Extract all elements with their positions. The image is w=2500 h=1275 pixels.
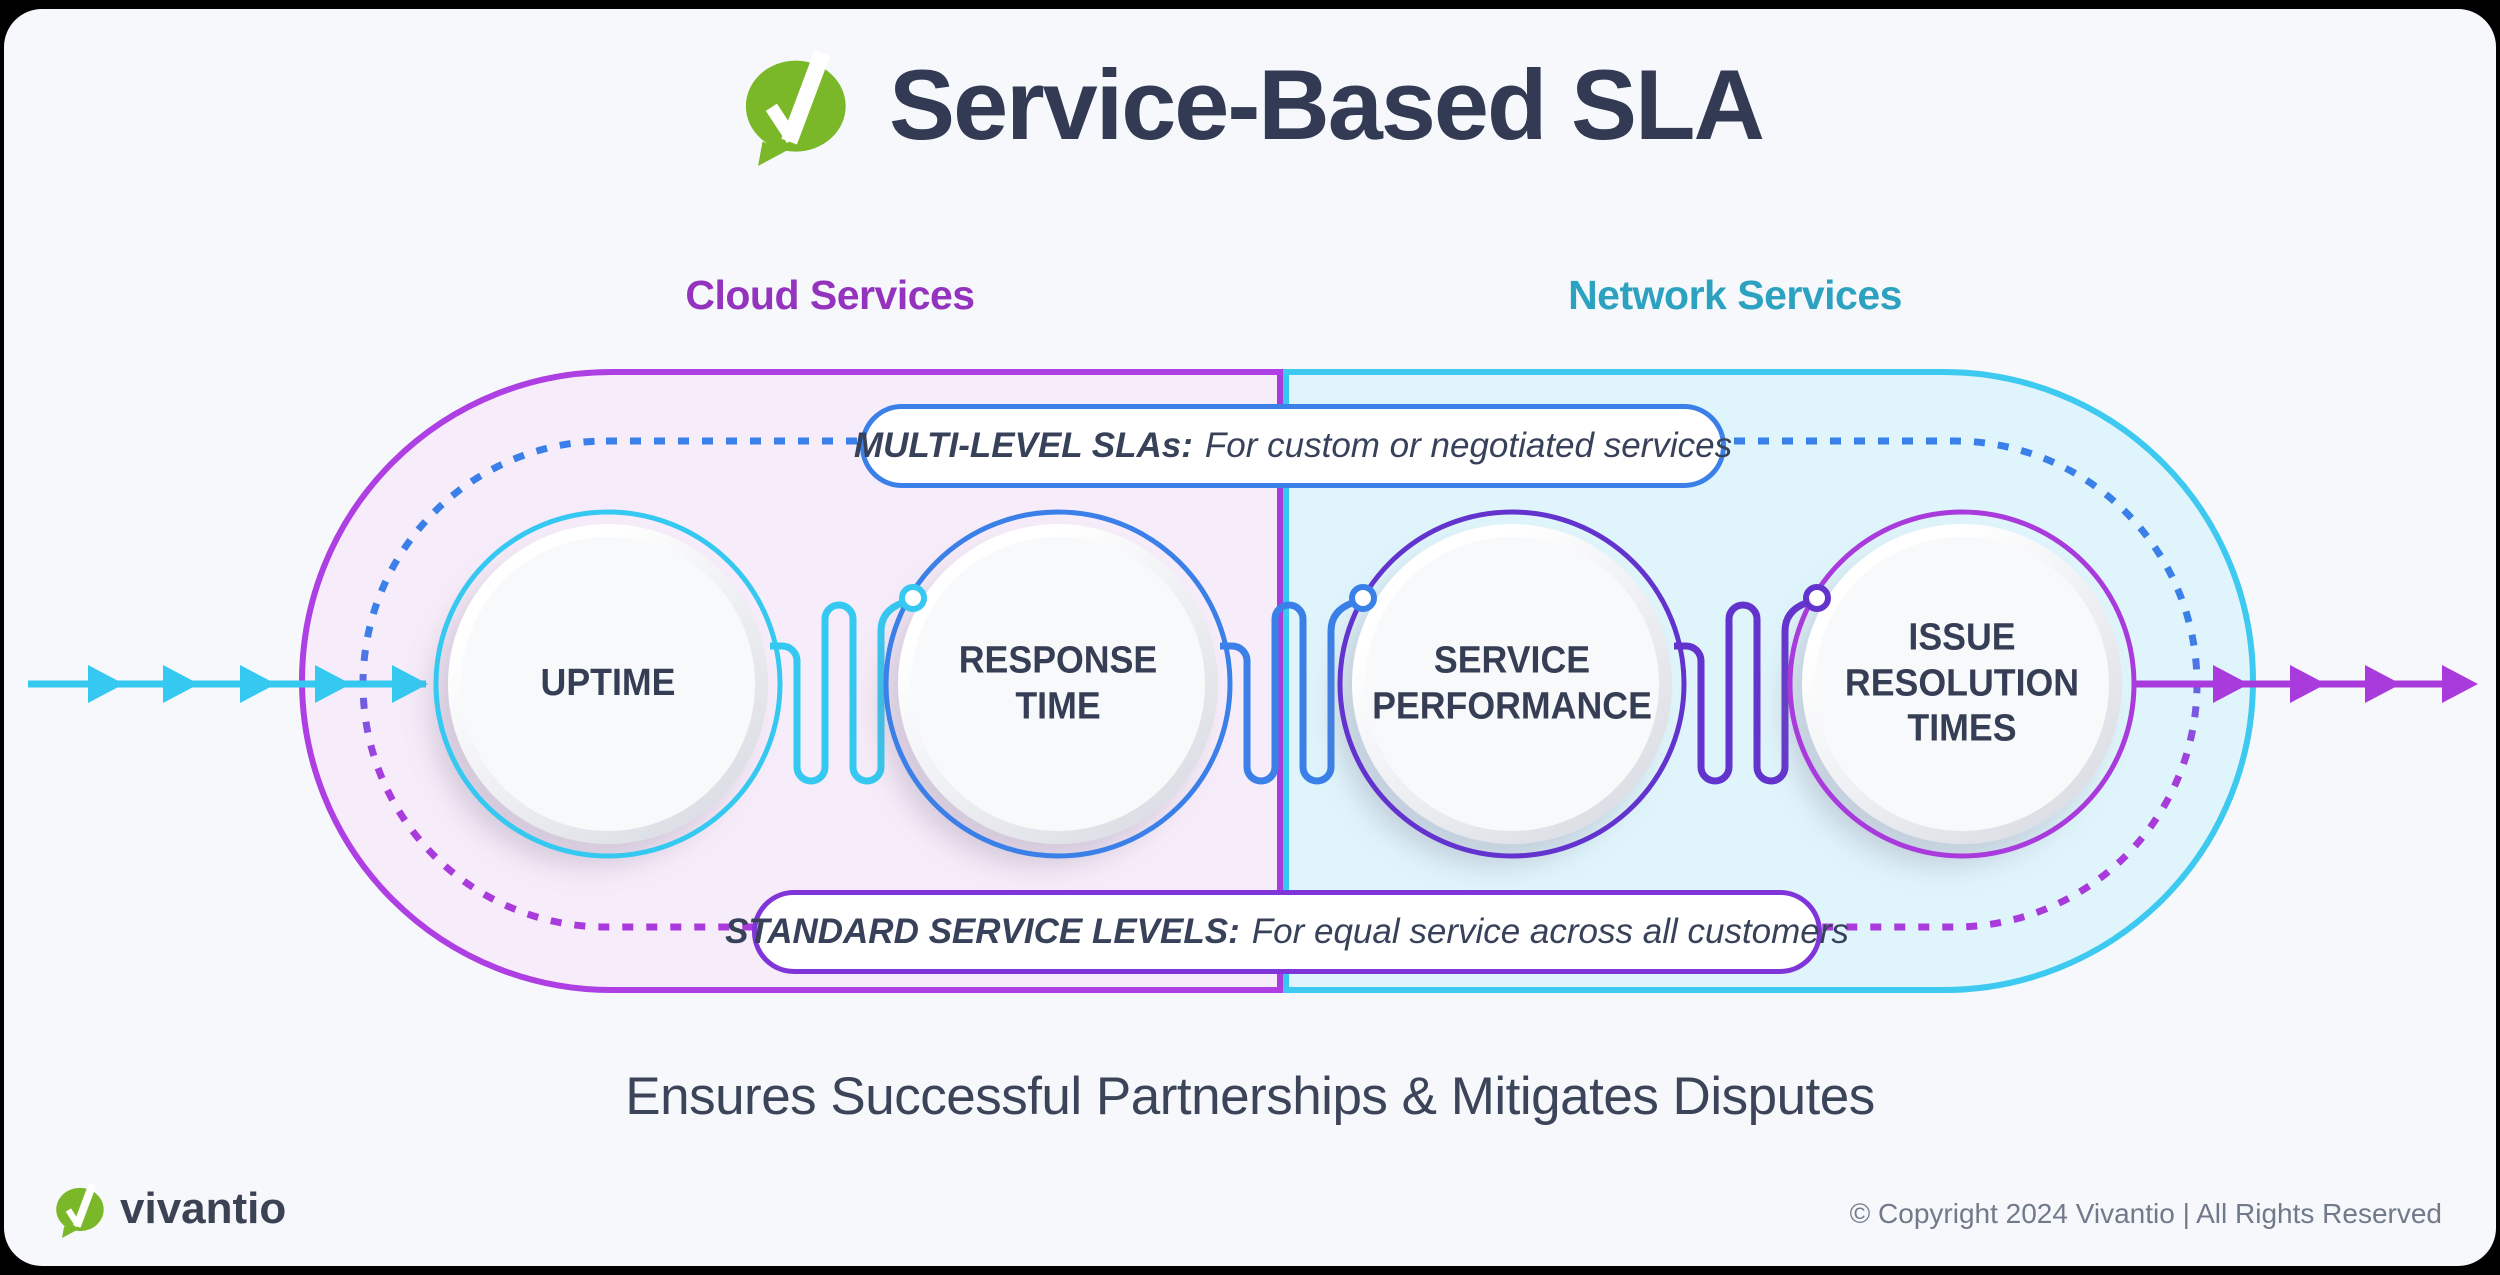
- connector-uptime-response: [770, 599, 904, 785]
- ring-issue-resolution: [1787, 509, 2137, 859]
- tagline: Ensures Successful Partnerships & Mitiga…: [625, 1067, 1875, 1126]
- knob-response-time: [899, 584, 927, 612]
- multi-level-sla-banner: MULTI-LEVEL SLAs: For custom or negotiat…: [854, 404, 1732, 488]
- knob-issue-resolution: [1803, 584, 1831, 612]
- network-services-label: Network Services: [1568, 272, 1902, 318]
- connector-response-performance: [1220, 599, 1354, 785]
- standard-service-levels-banner: STANDARD SERVICE LEVELS: For equal servi…: [725, 890, 1849, 974]
- multi-level-sla-banner-bold: MULTI-LEVEL SLAs:: [853, 426, 1193, 465]
- header: Service-Based SLA: [0, 44, 2500, 166]
- ring-uptime: [433, 509, 783, 859]
- node-label-service-performance: SERVICE PERFORMANCE: [1372, 639, 1652, 727]
- node-label-response-time: RESPONSE TIME: [958, 639, 1158, 727]
- connector-performance-resolution: [1674, 599, 1808, 785]
- footer-brand-text: vivantio: [120, 1184, 287, 1233]
- node-discs: [448, 524, 2122, 844]
- knob-service-performance: [1349, 584, 1377, 612]
- footer-brand: vivantio: [52, 1180, 286, 1238]
- inbound-arrows: [28, 665, 428, 703]
- vivantio-logo-icon: [745, 49, 846, 166]
- outbound-arrows: [2132, 665, 2478, 703]
- ring-service-performance: [1337, 509, 1687, 859]
- standard-service-levels-banner-text: For equal service across all customers: [1251, 912, 1849, 951]
- cloud-services-label: Cloud Services: [685, 272, 975, 318]
- vivantio-footer-logo-icon: [56, 1182, 104, 1238]
- ring-response-time: [883, 509, 1233, 859]
- node-label-uptime: UPTIME: [540, 662, 676, 705]
- node-label-issue-resolution: ISSUE RESOLUTION TIMES: [1844, 616, 2080, 750]
- copyright-text: © Copyright 2024 Vivantio | All Rights R…: [1849, 1198, 2442, 1229]
- dotted-sla-loop: [359, 437, 2201, 931]
- page-title: Service-Based SLA: [889, 49, 1765, 160]
- multi-level-sla-banner-text: For custom or negotiated services: [1204, 426, 1733, 465]
- standard-service-levels-banner-bold: STANDARD SERVICE LEVELS:: [725, 912, 1240, 951]
